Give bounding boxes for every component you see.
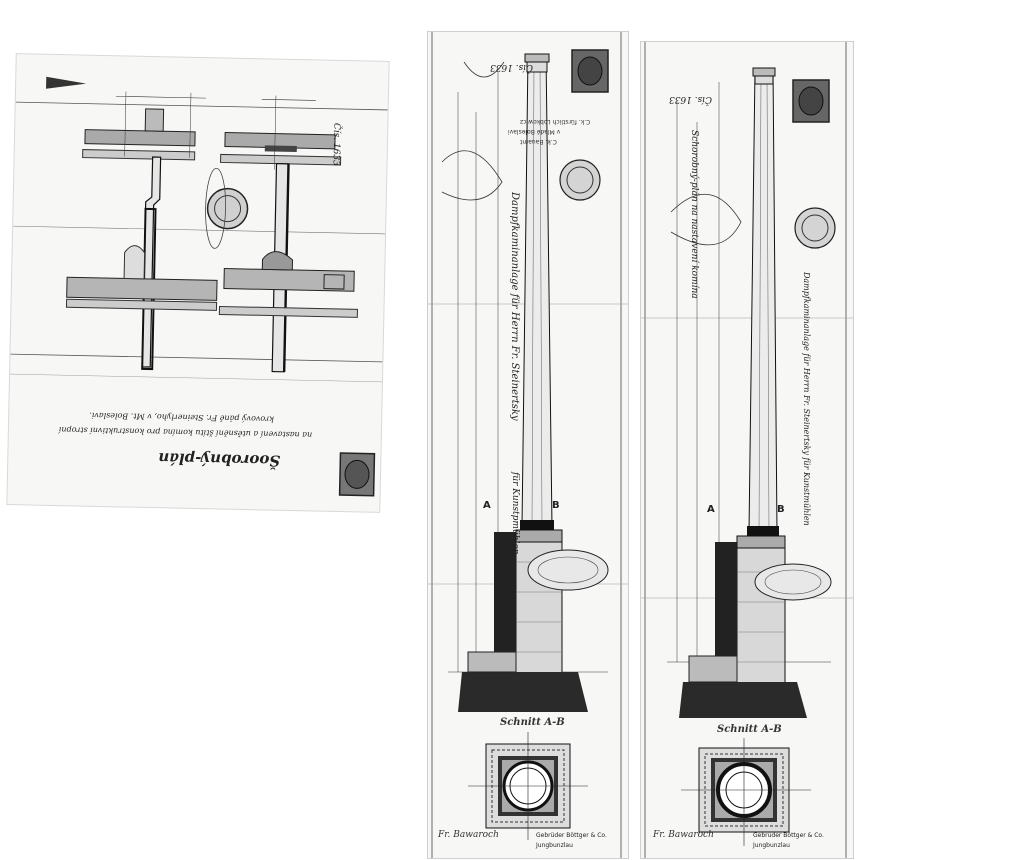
sheet2-side-subtitle: für Kunstpmühlen — [510, 472, 520, 555]
official-seal-icon — [795, 208, 835, 248]
sheet3-header-number: Čís. 1633 — [669, 94, 713, 104]
sheet2-left-mark: A — [483, 500, 491, 511]
sheet3-footer-firm: Gebrüder Böttger & Co. — [753, 832, 824, 839]
drawing-sheet-chimney-1: Čís. 1633 Dampfkaminanlage für Herrn Fr.… — [428, 32, 628, 858]
plan-stamp-number: Čís. 1633 — [330, 122, 342, 166]
plan-drawing — [10, 76, 388, 497]
revenue-stamp-icon — [572, 50, 608, 92]
drawing-sheet-plan: Šoorobný-plán na nastavení a utěsnění št… — [7, 54, 389, 512]
revenue-stamp-icon — [793, 80, 829, 122]
sheet3-right-mark: B — [777, 504, 785, 515]
chimney-drawing-2 — [641, 42, 853, 858]
chimney-drawing-1 — [428, 32, 628, 858]
sheet2-section-label: Schnitt A-B — [500, 717, 565, 728]
sheet3-signature: Fr. Bawaroch — [653, 830, 714, 840]
sheet2-signature: Fr. Bawaroch — [438, 830, 499, 840]
sheet2-stamp-line2: v Mladé Boleslavi — [508, 128, 561, 135]
sheet2-right-mark: B — [552, 500, 560, 511]
sheet3-section-label: Schnitt A-B — [717, 724, 782, 735]
sheet2-stamp-line1: C.k. fürstlich Lobkowicz — [520, 118, 591, 125]
sheet2-header-number: Čís. 1633 — [490, 62, 534, 72]
plan-title: Šoorobný-plán — [158, 449, 281, 470]
drawing-sheet-chimney-2: Čís. 1633 Schorobný-plán na nastavení ko… — [641, 42, 853, 858]
official-seal-icon — [207, 188, 248, 229]
sheet2-footer-firm: Gebrüder Böttger & Co. — [536, 832, 607, 839]
sheet2-side-title: Dampfkaminanlage für Herrn Fr. Steinerts… — [509, 192, 520, 421]
sheet3-side-title: Schorobný-plán na nastavení komína — [689, 130, 699, 299]
official-seal-icon — [560, 160, 600, 200]
sheet3-side-subtitle: Dampfkaminanlage für Herrn Fr. Steinerts… — [802, 272, 811, 526]
sheet2-footer-place: Jungbunzlau — [536, 842, 573, 849]
sheet3-left-mark: A — [707, 504, 715, 515]
sheet3-footer-place: Jungbunzlau — [753, 842, 790, 849]
revenue-stamp-icon — [340, 453, 375, 496]
sheet2-stamp-line3: C.k. Bauamt — [520, 138, 557, 145]
